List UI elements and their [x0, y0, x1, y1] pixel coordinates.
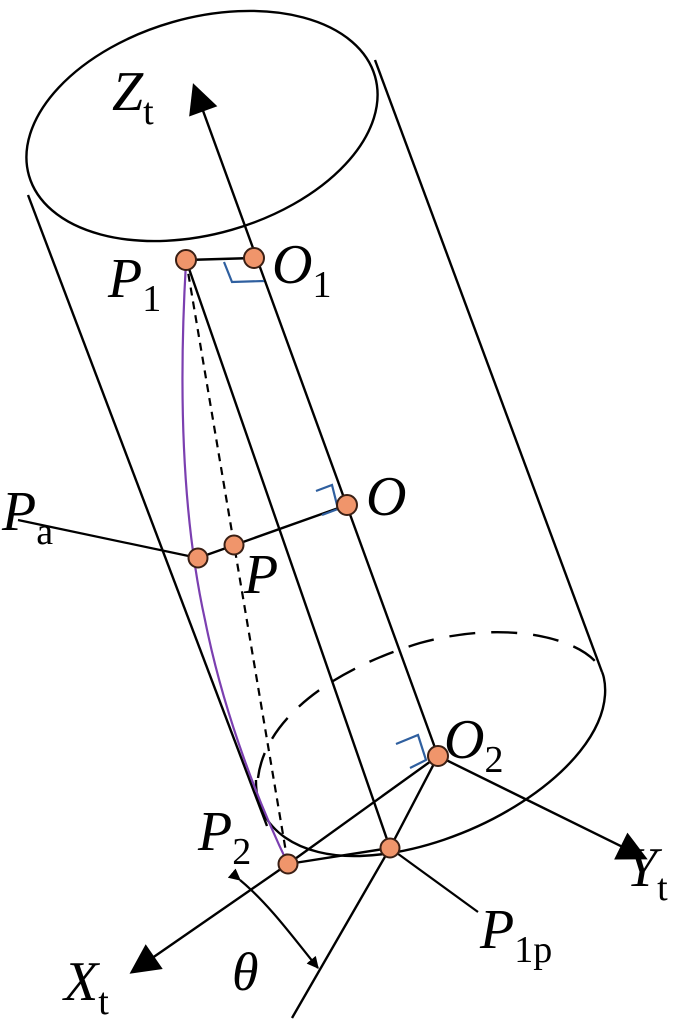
label-zt: Zt: [112, 61, 154, 133]
point-p1: [175, 249, 197, 271]
p1-generator-line: [184, 259, 392, 849]
cylinder-top-ellipse: [25, 9, 379, 243]
theta-line: [290, 847, 392, 1019]
points: [175, 247, 449, 875]
zt-axis: [189, 83, 440, 757]
label-theta: θ: [232, 942, 259, 1002]
label-p: P: [243, 544, 278, 606]
theta-angle-arc: [227, 868, 319, 969]
helix-arc: [181, 261, 289, 865]
label-o1: O1: [272, 234, 331, 306]
label-o: O: [366, 466, 406, 528]
label-p2: P2: [197, 801, 251, 873]
point-o2: [427, 745, 449, 767]
o2-p1p-line: [388, 755, 440, 849]
cylinder-bottom-front-arc: [254, 671, 607, 858]
label-p1p: P1p: [479, 899, 552, 971]
point-o1: [243, 247, 265, 269]
p1p-leader: [389, 847, 479, 913]
cylinder-left-side: [26, 194, 269, 827]
o2-p2-line: [287, 755, 439, 865]
p1-o1-segment: [185, 256, 255, 262]
label-yt: Yt: [626, 837, 668, 909]
xt-axis: [129, 863, 289, 974]
label-p1: P1: [107, 248, 161, 320]
right-angle-o1: [222, 261, 265, 284]
right-angle-o2: [395, 733, 428, 769]
pa-leader: [17, 518, 199, 560]
point-p2: [277, 853, 299, 875]
label-o2: O2: [444, 709, 503, 781]
point-pa: [187, 547, 209, 569]
p1-p2-chord: [184, 259, 290, 865]
right-angle-o: [315, 483, 340, 517]
p2-p1p-line: [287, 846, 391, 866]
point-p1p: [379, 837, 401, 859]
point-o: [336, 494, 358, 516]
yt-axis: [437, 754, 648, 860]
label-pa: Pa: [1, 481, 53, 553]
cylinder-right-side: [373, 59, 604, 673]
point-p: [223, 534, 245, 556]
label-xt: Xt: [62, 951, 109, 1023]
cylinder-bottom-hidden-arc: [256, 631, 604, 779]
